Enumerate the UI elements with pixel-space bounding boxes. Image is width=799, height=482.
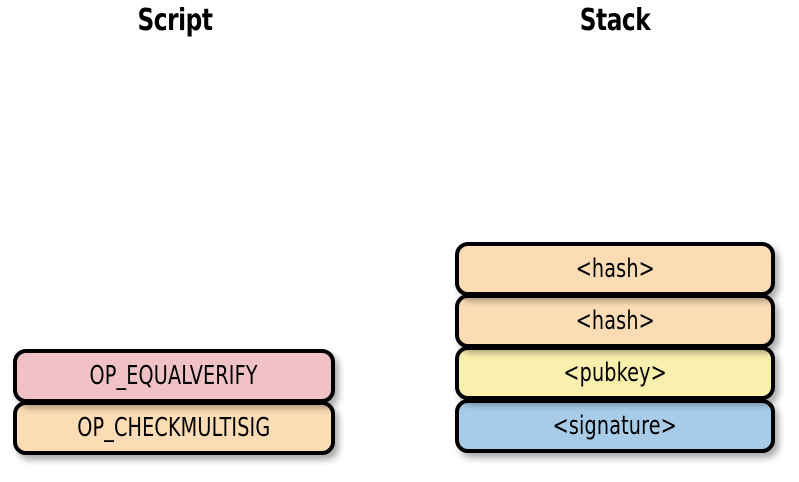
script-opcode-label: OP_CHECKMULTISIG <box>77 413 271 443</box>
stack-item-label: <signature> <box>552 411 678 441</box>
stack-column-title: Stack <box>579 3 651 38</box>
stack-item-box: <hash> <box>455 242 775 296</box>
script-opcode-box: OP_EQUALVERIFY <box>13 349 335 403</box>
stack-item-box: <signature> <box>455 399 775 453</box>
stack-item-label: <hash> <box>575 254 655 284</box>
stack-item-label: <hash> <box>575 306 655 336</box>
script-opcode-box: OP_CHECKMULTISIG <box>13 401 335 455</box>
stack-item-label: <pubkey> <box>563 358 667 388</box>
stack-item-box: <hash> <box>455 294 775 348</box>
stack-item-box: <pubkey> <box>455 346 775 400</box>
script-column-title: Script <box>137 3 213 38</box>
script-opcode-label: OP_EQUALVERIFY <box>89 361 259 391</box>
